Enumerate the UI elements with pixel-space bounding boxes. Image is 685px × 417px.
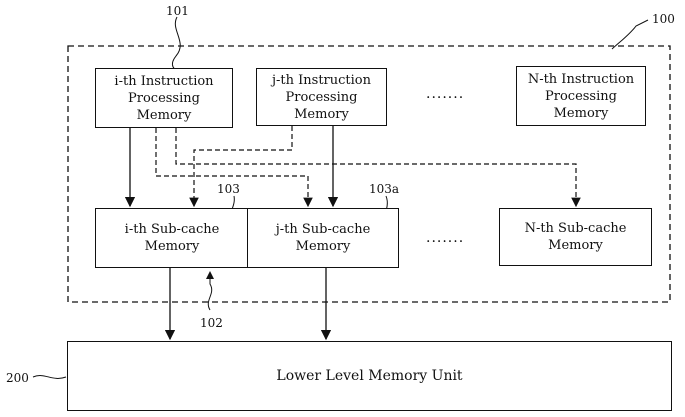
label-200: 200 [6, 371, 29, 385]
dash-i-to-j-sub [155, 128, 313, 208]
label-100: 100 [652, 12, 675, 26]
system-outline [67, 45, 671, 303]
label-101: 101 [166, 4, 189, 18]
leader-101 [171, 16, 181, 71]
sub-cache-ellipsis: ....... [426, 230, 465, 246]
dash-i-to-n-sub [175, 128, 581, 208]
instruction-ellipsis: ....... [426, 86, 465, 102]
label-103a: 103a [369, 182, 400, 196]
lower-level-memory-unit: Lower Level Memory Unit [67, 341, 672, 411]
i-th-sub-cache-memory: i-th Sub-cache Memory [95, 208, 249, 268]
i-th-instruction-processing-memory: i-th Instruction Processing Memory [95, 68, 233, 128]
leader-200 [32, 375, 67, 379]
j-th-sub-cache-memory: j-th Sub-cache Memory [247, 208, 399, 268]
n-th-instruction-processing-memory: N-th Instruction Processing Memory [516, 66, 646, 126]
label-102: 102 [200, 316, 223, 330]
n-th-sub-cache-memory: N-th Sub-cache Memory [499, 208, 652, 266]
j-th-instruction-processing-memory: j-th Instruction Processing Memory [256, 68, 387, 126]
leader-100 [611, 19, 649, 50]
label-103: 103 [217, 182, 240, 196]
leader-102 [206, 271, 214, 311]
dash-j-to-i-sub [189, 126, 293, 208]
